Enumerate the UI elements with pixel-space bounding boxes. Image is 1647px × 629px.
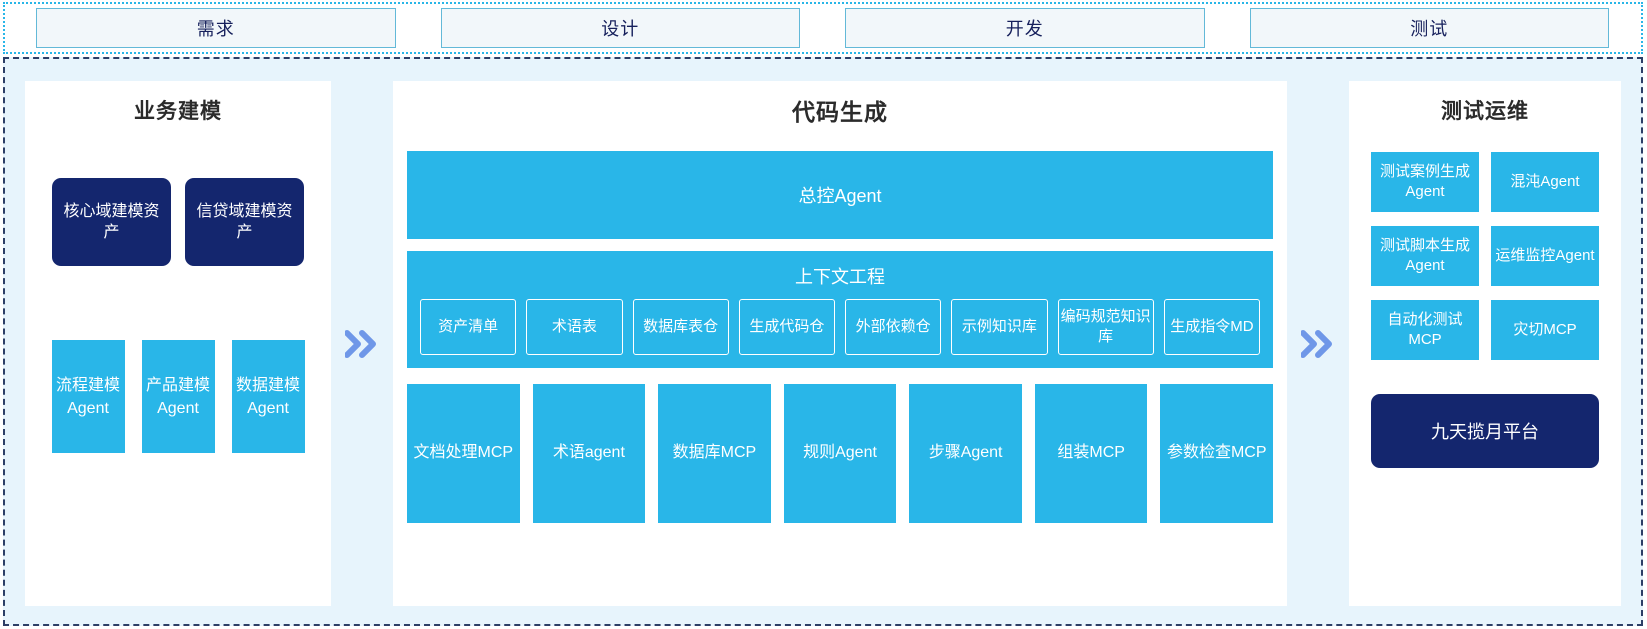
tool-card-glossary-agent[interactable]: 术语agent bbox=[532, 383, 646, 523]
panel-title-test-operations: 测试运维 bbox=[1441, 100, 1529, 123]
panel-code-generation: 代码生成 总控Agent 上下文工程 资产清单 术语表 数据库表仓 生成代码仓 … bbox=[393, 81, 1287, 606]
phase-box-testing[interactable]: 测试 bbox=[1249, 8, 1609, 48]
tool-card-document-processing-mcp[interactable]: 文档处理MCP bbox=[407, 383, 520, 523]
tool-card-row: 文档处理MCP 术语agent 数据库MCP 规则Agent 步骤Agent 组… bbox=[407, 383, 1274, 523]
panel-test-operations: 测试运维 测试案例生成Agent 混沌Agent 测试脚本生成Agent 运维监… bbox=[1349, 81, 1621, 606]
panel-title-code-generation: 代码生成 bbox=[792, 99, 888, 125]
card-test-script-generation-agent[interactable]: 测试脚本生成Agent bbox=[1371, 226, 1479, 287]
context-chip-db-table-repo[interactable]: 数据库表仓 bbox=[632, 298, 729, 355]
agent-card-process-modeling[interactable]: 流程建模Agent bbox=[51, 340, 125, 454]
main-content-area: 业务建模 核心域建模资产 信贷域建模资产 流程建模Agent 产品建模Agent… bbox=[3, 57, 1643, 626]
test-ops-card-grid: 测试案例生成Agent 混沌Agent 测试脚本生成Agent 运维监控Agen… bbox=[1363, 152, 1607, 361]
phase-strip: 需求 设计 开发 测试 bbox=[3, 2, 1643, 54]
context-chip-coding-standard-knowledge-base[interactable]: 编码规范知识库 bbox=[1057, 298, 1154, 355]
tool-card-assembly-mcp[interactable]: 组装MCP bbox=[1034, 383, 1148, 523]
card-test-case-generation-agent[interactable]: 测试案例生成Agent bbox=[1371, 152, 1479, 213]
phase-box-design[interactable]: 设计 bbox=[440, 8, 800, 48]
phase-box-requirements[interactable]: 需求 bbox=[36, 8, 396, 48]
card-automated-test-mcp[interactable]: 自动化测试MCP bbox=[1371, 300, 1479, 361]
context-chip-asset-list[interactable]: 资产清单 bbox=[420, 298, 517, 355]
card-chaos-agent[interactable]: 混沌Agent bbox=[1491, 152, 1599, 213]
tool-card-rule-agent[interactable]: 规则Agent bbox=[783, 383, 897, 523]
context-chip-generated-code-repo[interactable]: 生成代码仓 bbox=[738, 298, 835, 355]
agent-card-data-modeling[interactable]: 数据建模Agent bbox=[231, 340, 305, 454]
context-chip-glossary[interactable]: 术语表 bbox=[526, 298, 623, 355]
double-chevron-right-icon-right bbox=[1287, 81, 1349, 606]
tool-card-database-mcp[interactable]: 数据库MCP bbox=[658, 383, 771, 523]
context-engineering-title: 上下文工程 bbox=[795, 266, 885, 287]
context-chip-example-knowledge-base[interactable]: 示例知识库 bbox=[951, 298, 1048, 355]
platform-card-jiutian-lanyue[interactable]: 九天揽月平台 bbox=[1371, 394, 1599, 469]
business-agents-row: 流程建模Agent 产品建模Agent 数据建模Agent bbox=[39, 340, 317, 454]
master-agent-band[interactable]: 总控Agent bbox=[407, 150, 1273, 239]
context-chip-row: 资产清单 术语表 数据库表仓 生成代码仓 外部依赖仓 示例知识库 编码规范知识库… bbox=[420, 298, 1260, 355]
context-chip-external-dependency-repo[interactable]: 外部依赖仓 bbox=[845, 298, 942, 355]
tool-card-parameter-check-mcp[interactable]: 参数检查MCP bbox=[1160, 383, 1274, 523]
context-chip-generation-instruction-md[interactable]: 生成指令MD bbox=[1163, 298, 1260, 355]
card-disaster-switch-mcp[interactable]: 灾切MCP bbox=[1491, 300, 1599, 361]
business-assets-row: 核心域建模资产 信贷域建模资产 bbox=[39, 178, 317, 267]
agent-card-product-modeling[interactable]: 产品建模Agent bbox=[141, 340, 215, 454]
phase-box-development[interactable]: 开发 bbox=[845, 8, 1205, 48]
asset-card-core-domain[interactable]: 核心域建模资产 bbox=[52, 178, 171, 267]
asset-card-credit-domain[interactable]: 信贷域建模资产 bbox=[185, 178, 304, 267]
tool-card-step-agent[interactable]: 步骤Agent bbox=[909, 383, 1022, 523]
context-engineering-band: 上下文工程 资产清单 术语表 数据库表仓 生成代码仓 外部依赖仓 示例知识库 编… bbox=[407, 250, 1273, 368]
panel-title-business-modeling: 业务建模 bbox=[134, 100, 222, 123]
double-chevron-right-icon-left bbox=[331, 81, 393, 606]
panel-business-modeling: 业务建模 核心域建模资产 信贷域建模资产 流程建模Agent 产品建模Agent… bbox=[25, 81, 331, 606]
card-ops-monitoring-agent[interactable]: 运维监控Agent bbox=[1491, 226, 1599, 287]
